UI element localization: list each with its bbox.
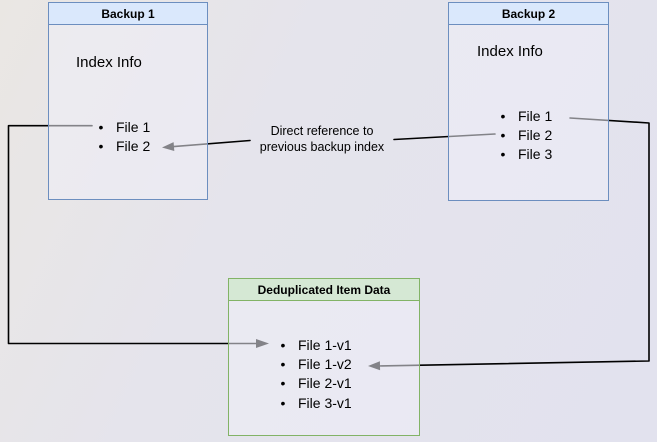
- edge-annotation-line2: previous backup index: [259, 140, 385, 154]
- list-item: • File 3-v1: [275, 393, 352, 412]
- list-item: • File 1-v1: [275, 335, 352, 354]
- node-backup1-label: Index Info: [76, 54, 142, 71]
- bullet-icon: •: [500, 145, 506, 162]
- file-label: File 3: [518, 145, 553, 162]
- bullet-icon: •: [280, 394, 286, 411]
- list-item: • File 1: [93, 117, 151, 136]
- node-dedup-file-list: • File 1-v1 • File 1-v2 • File 2-v1 • Fi…: [275, 335, 352, 412]
- edge-annotation: Direct reference to previous backup inde…: [239, 123, 405, 155]
- node-dedup-title: Deduplicated Item Data: [229, 279, 419, 301]
- file-label: File 1: [116, 118, 151, 135]
- node-backup2-title: Backup 2: [449, 3, 608, 25]
- node-backup1-file-list: • File 1 • File 2: [93, 117, 151, 155]
- list-item: • File 3: [495, 144, 553, 163]
- node-backup2: Backup 2 Index Info • File 1 • File 2 • …: [448, 2, 609, 201]
- file-label: File 2-v1: [298, 375, 352, 392]
- list-item: • File 2: [495, 125, 553, 144]
- file-label: File 1: [518, 107, 553, 124]
- bullet-icon: •: [280, 355, 286, 372]
- file-label: File 2: [518, 126, 553, 143]
- bullet-icon: •: [98, 137, 104, 154]
- list-item: • File 2: [93, 136, 151, 155]
- node-dedup: Deduplicated Item Data • File 1-v1 • Fil…: [228, 278, 420, 436]
- file-label: File 3-v1: [298, 394, 352, 411]
- edge-annotation-line1: Direct reference to: [270, 124, 374, 138]
- node-backup1-title: Backup 1: [49, 3, 207, 25]
- list-item: • File 2-v1: [275, 374, 352, 393]
- list-item: • File 1: [495, 106, 553, 125]
- file-label: File 1-v1: [298, 336, 352, 353]
- bullet-icon: •: [500, 107, 506, 124]
- bullet-icon: •: [500, 126, 506, 143]
- list-item: • File 1-v2: [275, 354, 352, 373]
- file-label: File 2: [116, 137, 151, 154]
- bullet-icon: •: [280, 375, 286, 392]
- node-backup2-label: Index Info: [477, 43, 543, 60]
- bullet-icon: •: [280, 336, 286, 353]
- node-backup1: Backup 1 Index Info • File 1 • File 2: [48, 2, 208, 200]
- node-backup2-file-list: • File 1 • File 2 • File 3: [495, 106, 553, 163]
- bullet-icon: •: [98, 118, 104, 135]
- file-label: File 1-v2: [298, 355, 352, 372]
